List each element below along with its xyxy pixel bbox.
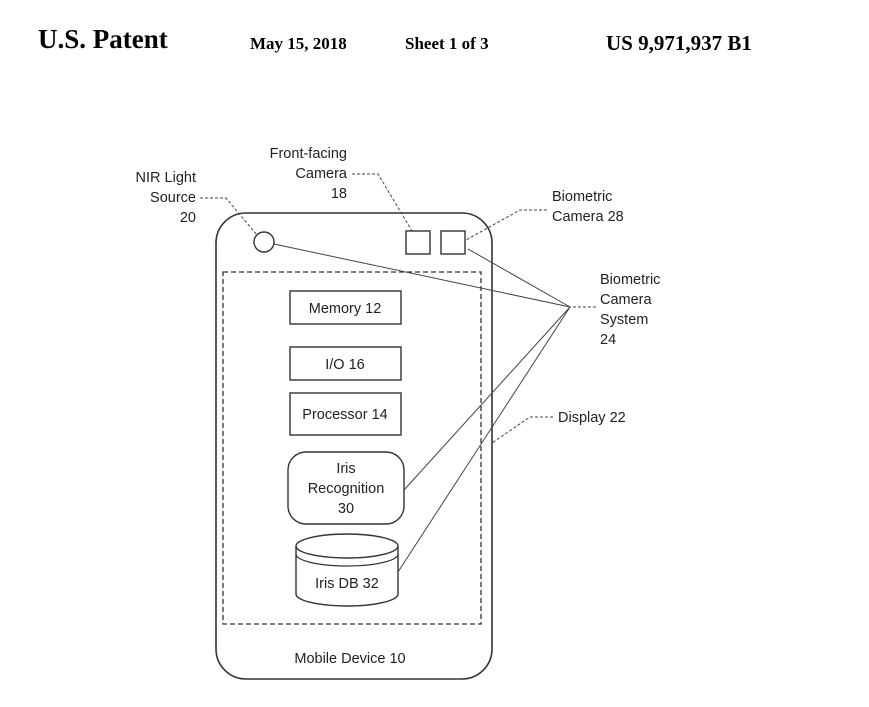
display-leader: [491, 416, 553, 444]
memory-box: [289, 290, 402, 325]
camera-system-label-line4: 24: [600, 332, 616, 348]
nir-light-source-icon: [253, 231, 275, 253]
patent-title: U.S. Patent: [38, 24, 168, 54]
biometric-camera-icon: [440, 230, 466, 255]
processor-box: [289, 392, 402, 436]
biometric-camera-label-line1: Biometric: [552, 189, 612, 205]
sheet-number: Sheet 1 of 3: [405, 34, 489, 53]
iris-recognition-label-line2: Recognition: [308, 481, 385, 497]
nir-light-label-line3: 20: [180, 210, 196, 226]
camera-system-label-line3: System: [600, 312, 648, 328]
patent-number: US 9,971,937 B1: [606, 31, 752, 55]
io-label: I/O 16: [325, 357, 365, 373]
front-camera-leader: [352, 173, 413, 232]
iris-db-label: Iris DB 32: [315, 576, 379, 592]
camera-system-label-line1: Biometric: [600, 272, 660, 288]
biometric-camera-leader: [465, 209, 547, 241]
nir-light-leader: [200, 197, 258, 236]
front-facing-camera-icon: [405, 230, 431, 255]
display-area: [222, 271, 482, 625]
iris-db-cylinder: [295, 533, 399, 607]
biometric-camera-label-line2: Camera 28: [552, 209, 624, 225]
iris-recognition-label-line3: 30: [338, 501, 354, 517]
nir-light-label-line1: NIR Light: [136, 170, 196, 186]
mobile-device-label: Mobile Device 10: [294, 651, 405, 667]
camera-system-leaders: [273, 243, 596, 573]
front-camera-label-line3: 18: [331, 186, 347, 202]
patent-date: May 15, 2018: [250, 34, 347, 53]
memory-label: Memory 12: [309, 301, 382, 317]
front-camera-label-line2: Camera: [295, 166, 348, 182]
front-camera-label-line1: Front-facing: [270, 146, 347, 162]
display-label: Display 22: [558, 410, 626, 426]
iris-recognition-label-line1: Iris: [336, 461, 355, 477]
iris-recognition-box: [287, 451, 405, 525]
camera-system-label-line2: Camera: [600, 292, 653, 308]
nir-light-label-line2: Source: [150, 190, 196, 206]
mobile-device-outline: [215, 212, 493, 680]
io-box: [289, 346, 402, 381]
processor-label: Processor 14: [302, 407, 387, 423]
